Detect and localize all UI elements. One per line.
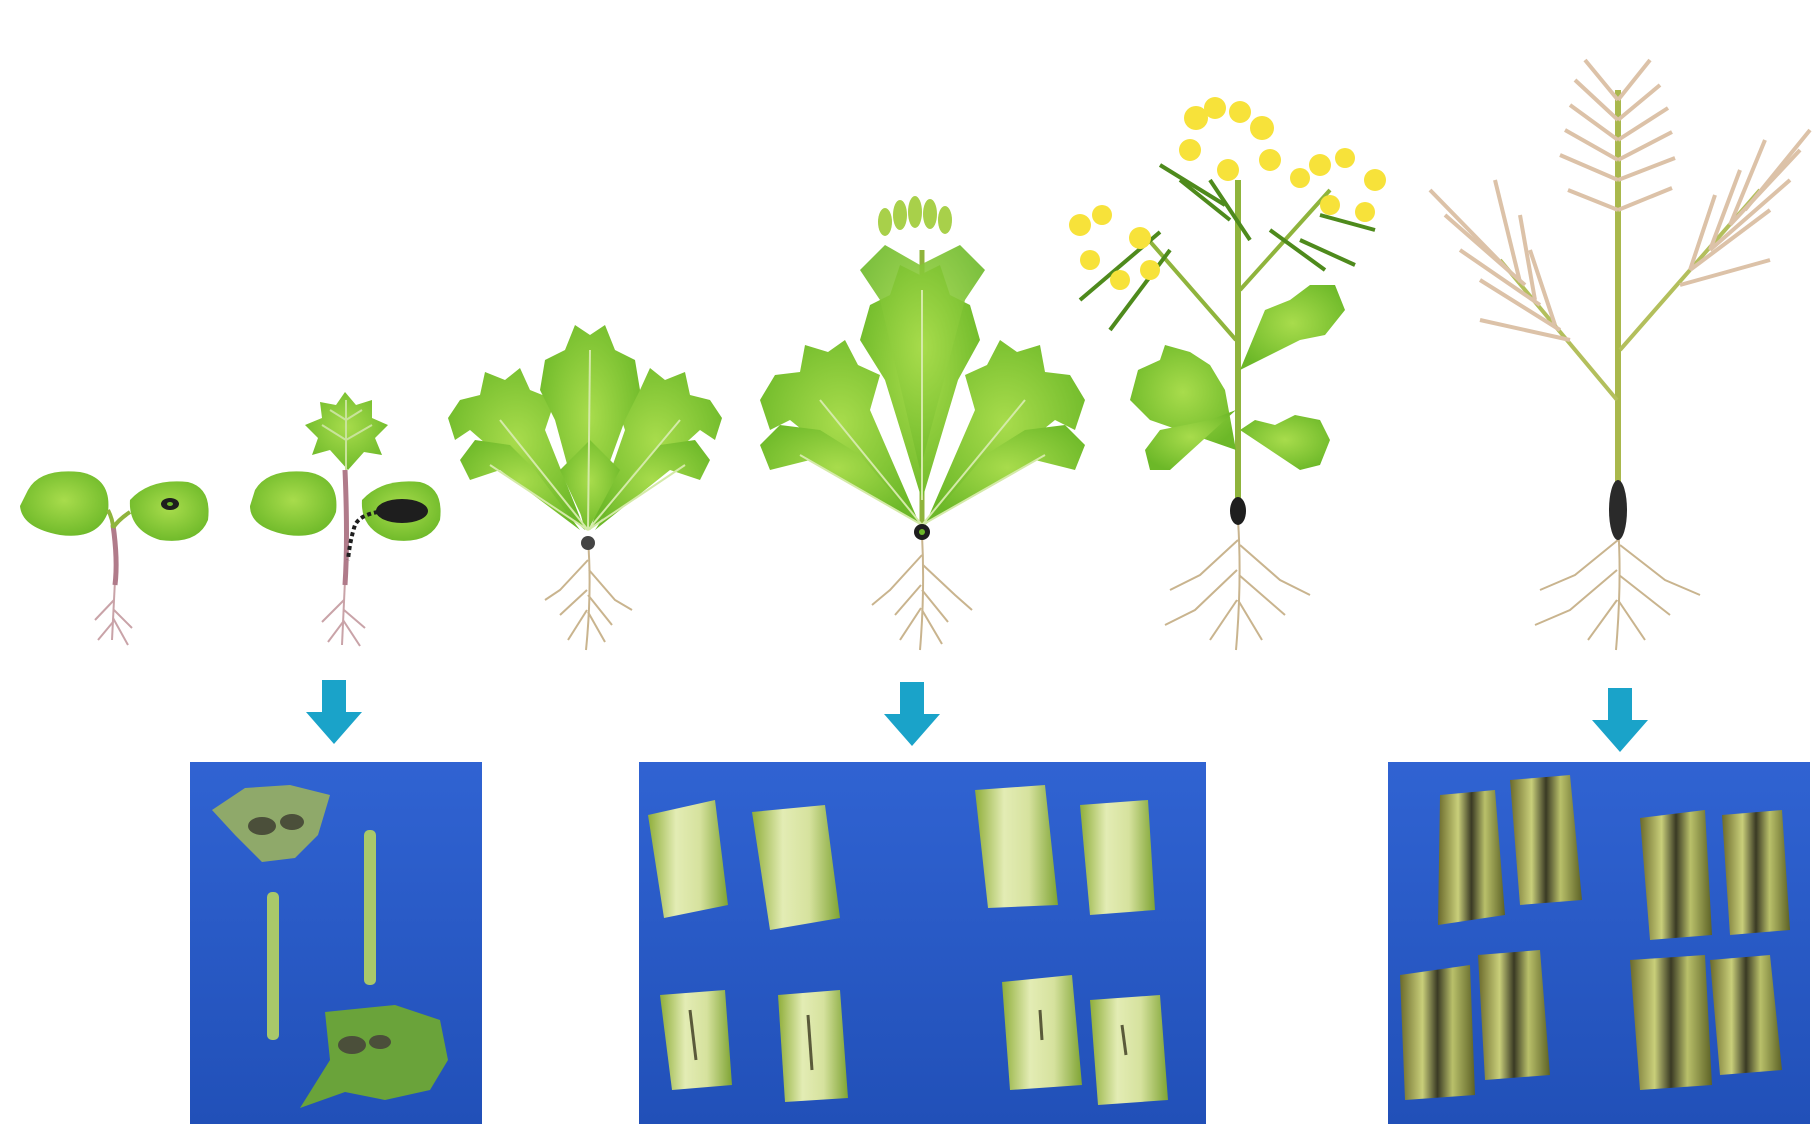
arrow-to-early-stem-photo	[884, 682, 940, 746]
stage-cotyledon	[20, 471, 209, 645]
stage-flowering	[1069, 97, 1386, 650]
arrow-to-late-stem-photo	[1592, 688, 1648, 752]
stage-bolting	[760, 196, 1085, 650]
photo-seedling-tissue	[190, 762, 482, 1124]
cotyledon-left	[20, 471, 108, 535]
lesion-spreading	[376, 499, 428, 523]
flower-buds	[878, 196, 952, 236]
stage-rosette	[448, 325, 722, 650]
lesion-stem-base	[581, 536, 595, 550]
photo-late-stem-sections	[1388, 762, 1810, 1124]
cotyledon-right	[130, 481, 209, 540]
hypocotyl	[113, 525, 116, 585]
photo-early-stem-sections	[639, 762, 1206, 1124]
arrow-to-seedling-photo	[306, 680, 362, 744]
roots	[95, 580, 132, 645]
cotyledon-left	[250, 471, 336, 535]
hypocotyl-segment	[267, 892, 279, 1040]
lesion-stem-canker	[1609, 480, 1627, 540]
stage-ripening	[1430, 60, 1810, 650]
lesion-stem-canker	[1230, 497, 1246, 525]
stage-seedling	[250, 392, 441, 646]
flowers	[1069, 97, 1386, 290]
petiole-segment	[364, 830, 376, 985]
leaf-cluster	[448, 325, 722, 530]
